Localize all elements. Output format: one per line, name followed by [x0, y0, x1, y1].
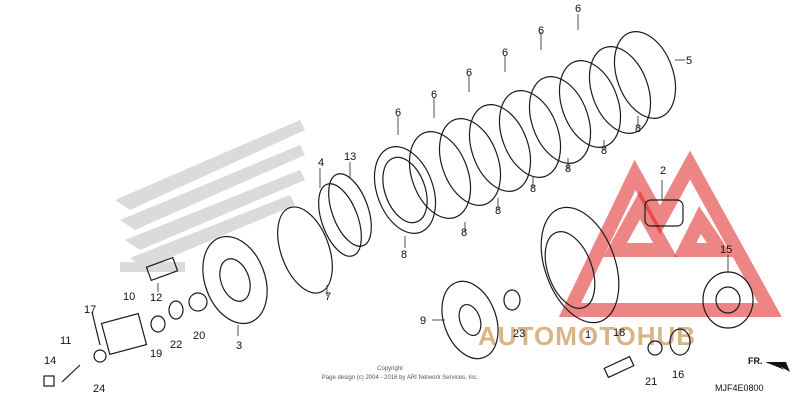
callout-6-f: 6	[395, 107, 401, 119]
callout-11: 11	[60, 335, 71, 347]
callout-19: 19	[150, 348, 162, 360]
callout-24: 24	[93, 383, 105, 395]
callout-8-e: 8	[565, 163, 571, 175]
callout-9: 9	[420, 315, 426, 327]
diagram-code: MJF4E0800	[715, 383, 764, 393]
callout-7: 7	[325, 291, 331, 303]
clutch-outer-plate	[441, 280, 499, 360]
clutch-plate-stack	[373, 31, 677, 234]
copyright-line-2: Page design (c) 2004 - 2016 by ARI Netwo…	[322, 375, 479, 381]
copyright-line-1: Copyright	[377, 366, 403, 372]
front-direction-indicator: FR.	[748, 356, 790, 372]
callout-5: 5	[686, 55, 692, 67]
clutch-center	[540, 206, 620, 324]
pressure-plate	[202, 235, 268, 325]
front-arrow-icon	[765, 362, 790, 372]
callout-14: 14	[44, 355, 56, 367]
callout-labels: 2 3 4 5 6 6 6 6 6 6 7 8 8 8 8 8 8 8 9 10…	[44, 3, 732, 395]
automotohub-logo-watermark: AUTOMOTOHUB	[478, 150, 782, 351]
callout-8-f: 8	[601, 145, 607, 157]
callout-8-b: 8	[461, 227, 467, 239]
callout-8-a: 8	[401, 249, 407, 261]
wing-logo-watermark	[115, 120, 305, 272]
callout-8-g: 8	[635, 123, 641, 135]
callout-12: 12	[150, 292, 162, 304]
watermark-text: AUTOMOTOHUB	[478, 321, 696, 351]
callout-6-c: 6	[502, 47, 508, 59]
callout-3: 3	[236, 340, 242, 352]
spring-seat-rings	[277, 173, 372, 294]
callout-8-d: 8	[530, 183, 536, 195]
callout-6-b: 6	[538, 25, 544, 37]
callout-23: 23	[513, 328, 525, 340]
leader-lines	[157, 14, 729, 336]
small-hardware	[43, 256, 691, 387]
primary-drive-gear	[702, 271, 754, 329]
callout-10: 10	[123, 291, 135, 303]
callout-17: 17	[84, 304, 96, 316]
callout-13: 13	[344, 151, 356, 163]
callout-6-e: 6	[431, 89, 437, 101]
callout-1: 1	[585, 329, 591, 341]
callout-18: 18	[613, 327, 625, 339]
callout-16: 16	[672, 369, 684, 381]
callout-8-c: 8	[495, 205, 501, 217]
callout-21: 21	[645, 376, 657, 388]
callout-4: 4	[318, 157, 324, 169]
front-direction-label: FR.	[748, 356, 763, 366]
collar	[644, 199, 684, 227]
callout-15: 15	[720, 244, 732, 256]
callout-22: 22	[170, 339, 182, 351]
callout-2: 2	[660, 165, 666, 177]
callout-20: 20	[193, 330, 205, 342]
callout-6-d: 6	[466, 67, 472, 79]
callout-6-a: 6	[575, 3, 581, 15]
